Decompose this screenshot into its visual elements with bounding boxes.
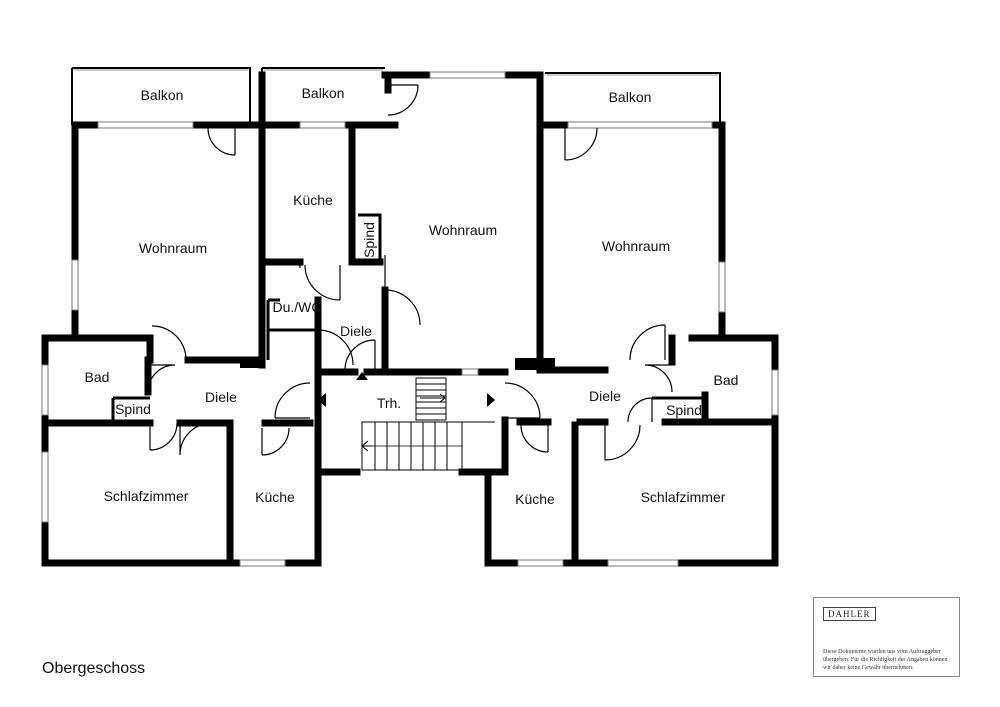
windows	[41, 71, 779, 567]
wall-hatches	[240, 358, 555, 370]
label-diele-right: Diele	[589, 388, 621, 404]
dahler-logo: DAHLER	[823, 607, 876, 621]
label-wohnraum-left: Wohnraum	[139, 240, 207, 256]
room-labels: Balkon Balkon Balkon Wohnraum Wohnraum W…	[85, 85, 739, 507]
label-kueche-left: Küche	[255, 489, 295, 505]
direction-arrows	[318, 372, 495, 407]
label-balkon-right: Balkon	[609, 89, 652, 105]
label-du-wc: Du./WC	[273, 299, 322, 315]
partitions	[111, 213, 705, 423]
label-spind-mid: Spind	[361, 222, 377, 258]
plan-title: Obergeschoss	[42, 660, 146, 677]
label-bad-left: Bad	[85, 369, 110, 385]
label-wohnraum-mid: Wohnraum	[429, 222, 497, 238]
label-kueche-right: Küche	[515, 491, 555, 507]
label-spind-left: Spind	[115, 401, 151, 417]
label-wohnraum-right: Wohnraum	[602, 238, 670, 254]
label-balkon-left: Balkon	[141, 87, 184, 103]
label-spind-right: Spind	[666, 402, 702, 418]
balcony-rails	[74, 69, 718, 76]
disclaimer-text: Diese Dokumente wurden uns vom Auftragge…	[823, 649, 948, 671]
label-balkon-mid: Balkon	[302, 85, 345, 101]
label-diele-mid: Diele	[340, 323, 372, 339]
door-swings	[147, 84, 673, 461]
label-diele-left: Diele	[205, 389, 237, 405]
disclaimer-box: DAHLER Diese Dokumente wurden uns vom Au…	[813, 597, 960, 677]
label-bad-right: Bad	[714, 372, 739, 388]
label-kueche-mid-top: Küche	[293, 192, 333, 208]
walls	[41, 71, 779, 567]
label-schlafzimmer-left: Schlafzimmer	[104, 488, 189, 504]
staircase	[361, 377, 495, 471]
label-trh: Trh.	[377, 395, 401, 411]
label-schlafzimmer-right: Schlafzimmer	[641, 489, 726, 505]
